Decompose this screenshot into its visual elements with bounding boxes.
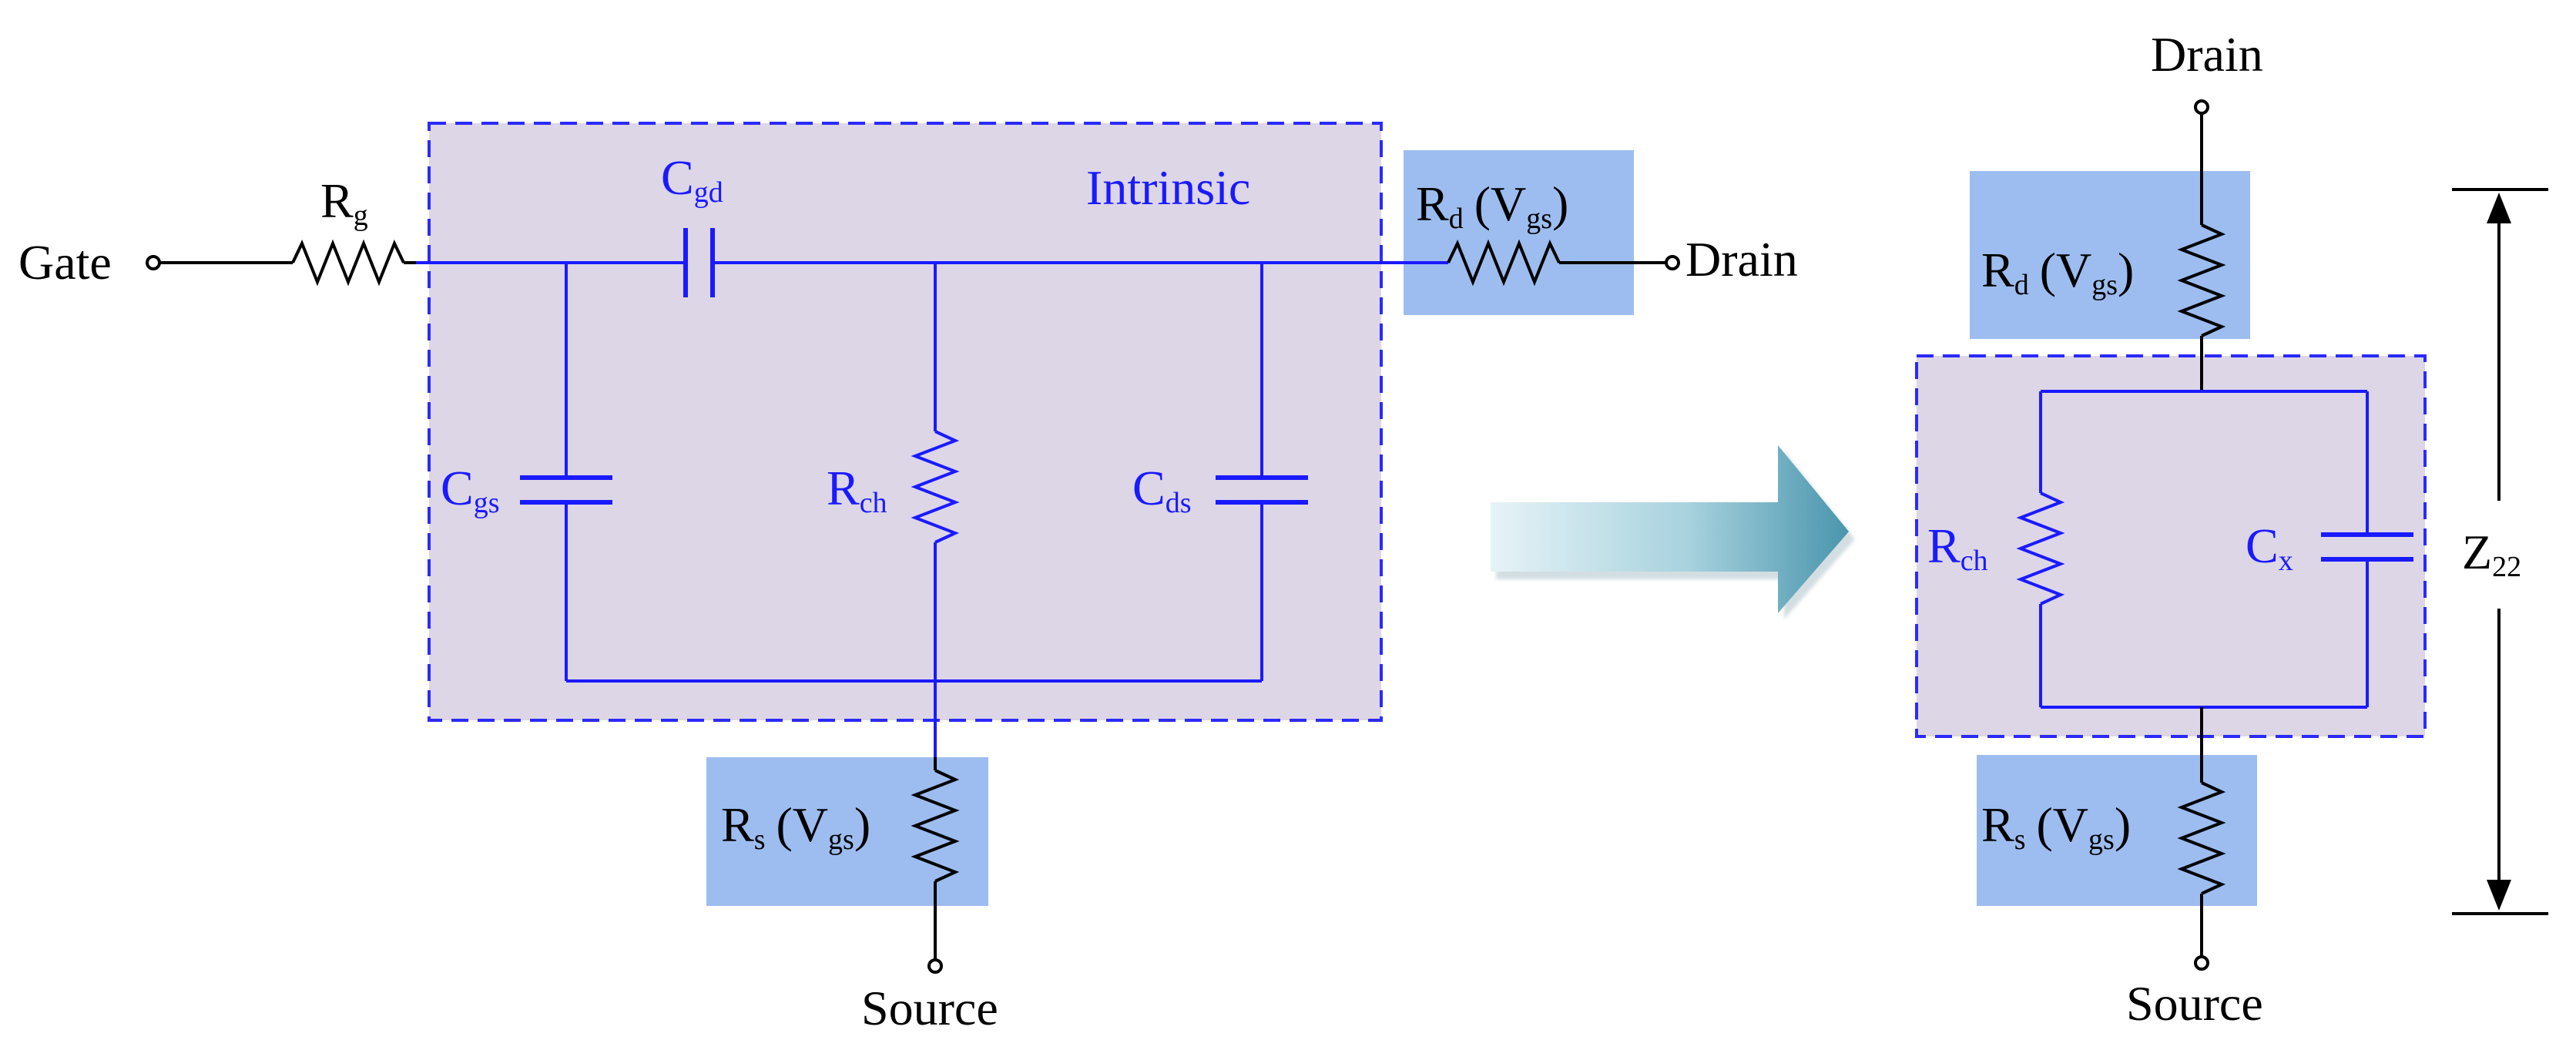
- rch-sub-left: ch: [860, 487, 887, 519]
- cgs-label: Cgs: [441, 461, 499, 519]
- rs-main-left: R: [721, 797, 754, 852]
- right-rch-resistor: [2016, 491, 2065, 606]
- source-terminal-right: [2194, 955, 2209, 971]
- rd-label-left: Rd (Vgs): [1416, 176, 1568, 235]
- rg-label: Rg: [320, 173, 368, 232]
- cgd-label: Cgd: [661, 150, 723, 209]
- rg-sub: g: [354, 200, 368, 232]
- rd-paren-sub-right: gs: [2091, 269, 2118, 301]
- cgd-main: C: [661, 150, 694, 205]
- rs-paren-open-left: (V: [776, 797, 828, 852]
- gate-label: Gate: [18, 235, 112, 290]
- transform-arrow-body: [1491, 445, 1849, 613]
- right-intrinsic-wiring: [2016, 390, 2413, 709]
- rd-main-right: R: [1981, 243, 2014, 297]
- rs-paren-sub-left: gs: [828, 824, 854, 856]
- rs-sub-left: s: [754, 824, 766, 856]
- rd-resistor: [1447, 239, 1561, 287]
- right-source-branch: [2177, 707, 2226, 971]
- drain-terminal-right: [2194, 99, 2209, 115]
- drain-terminal-left: [1665, 255, 1680, 270]
- right-circuit: Drain Rd(Vgs) Rch Cx Rs(Vgs) Source Z22: [1915, 27, 2548, 1031]
- right-rd-resistor: [2177, 223, 2226, 337]
- rs-paren-sub-right: gs: [2088, 824, 2115, 856]
- rd-paren-open-left: (V: [1474, 176, 1527, 231]
- cx-main: C: [2246, 518, 2279, 573]
- cds-sub: ds: [1166, 487, 1192, 519]
- z22-arrow-down: [2487, 880, 2511, 911]
- drain-label-left: Drain: [1685, 232, 1798, 287]
- intrinsic-region-box: [428, 122, 1383, 722]
- source-label-left: Source: [861, 981, 998, 1035]
- gate-branch: [146, 239, 416, 287]
- rd-label-right: Rd (Vgs): [1981, 243, 2134, 301]
- gate-terminal: [146, 255, 161, 270]
- source-branch: [911, 757, 960, 974]
- right-drain-branch: [2177, 99, 2226, 391]
- rd-paren-open-right: (V: [2040, 243, 2092, 297]
- rd-paren-sub-left: gs: [1526, 203, 1552, 235]
- rch-main-right: R: [1927, 518, 1961, 573]
- cgs-sub: gs: [474, 487, 500, 519]
- rd-main-left: R: [1416, 176, 1449, 231]
- rch-label-right: Rch: [1927, 518, 1988, 577]
- cds-label: Cds: [1132, 461, 1191, 519]
- rs-highlight-box: [706, 757, 988, 906]
- intrinsic-label: Intrinsic: [1086, 160, 1250, 215]
- rch-main-left: R: [827, 461, 860, 515]
- rg-resistor: [291, 239, 405, 287]
- rd-sub-left: d: [1449, 203, 1464, 235]
- rch-label-left: Rch: [827, 461, 887, 519]
- rd-highlight-box: [1404, 150, 1634, 315]
- rs-label-left: Rs (Vgs): [721, 797, 870, 856]
- cgs-main: C: [441, 461, 474, 515]
- source-label-right: Source: [2126, 976, 2263, 1031]
- rg-main: R: [320, 173, 354, 228]
- z22-label: Z22: [2462, 525, 2521, 583]
- rs-resistor: [911, 769, 960, 883]
- cx-label: Cx: [2246, 518, 2293, 577]
- left-circuit: Gate Rg Cgd Intrinsic Cgs Rch Cds Rd(Vgs…: [18, 122, 1798, 1035]
- rd-paren-close-right: ): [2118, 243, 2134, 297]
- drain-label-right: Drain: [2151, 27, 2263, 82]
- cx-sub: x: [2279, 545, 2293, 577]
- transform-arrow: [1491, 445, 1855, 619]
- rs-paren-close-right: ): [2115, 797, 2131, 852]
- rs-label-right: Rs (Vgs): [1981, 797, 2131, 856]
- rs-paren-close-left: ): [854, 797, 870, 852]
- source-terminal-left: [927, 958, 943, 974]
- rs-paren-open-right: (V: [2036, 797, 2088, 852]
- rch-sub-right: ch: [1961, 545, 1988, 577]
- rd-paren-close-left: ): [1552, 176, 1568, 231]
- right-rs-resistor: [2177, 781, 2226, 895]
- z22-arrow-up: [2487, 193, 2511, 223]
- z22-dimension: [2452, 188, 2548, 915]
- rd-sub-right: d: [2014, 269, 2029, 301]
- right-rd-highlight-box: [1970, 171, 2250, 339]
- intrinsic-wiring: [416, 228, 1448, 757]
- rs-main-right: R: [1981, 797, 2014, 852]
- rch-resistor: [911, 430, 960, 544]
- cds-main: C: [1132, 461, 1166, 515]
- cgd-sub: gd: [694, 176, 723, 209]
- z22-main: Z: [2462, 525, 2492, 579]
- z22-sub: 22: [2492, 551, 2521, 583]
- rs-sub-right: s: [2014, 824, 2026, 856]
- drain-branch: [1447, 239, 1680, 287]
- right-intrinsic-box: [1915, 354, 2427, 738]
